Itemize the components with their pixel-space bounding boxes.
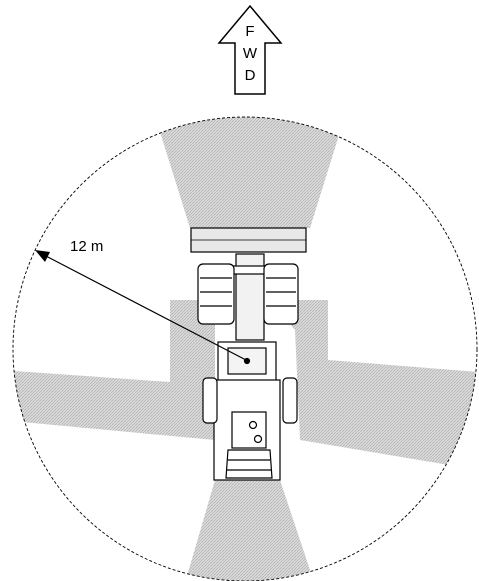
- blind-zone-rear: [180, 480, 320, 581]
- radius-label: 12 m: [70, 238, 103, 255]
- tractor-top-view-icon: [190, 227, 307, 481]
- blind-zones: [13, 117, 477, 581]
- radius-arrow: 12 m: [35, 238, 247, 361]
- forward-arrow-icon: F W D: [217, 4, 283, 95]
- visibility-radius-circle: [12, 116, 478, 581]
- fwd-letter-d: D: [245, 67, 256, 84]
- fwd-letter-f: F: [245, 23, 254, 40]
- blind-zone-front: [150, 117, 350, 228]
- fwd-letter-w: W: [243, 45, 258, 62]
- blind-zone-right: [270, 300, 477, 470]
- blind-zone-left: [13, 300, 215, 440]
